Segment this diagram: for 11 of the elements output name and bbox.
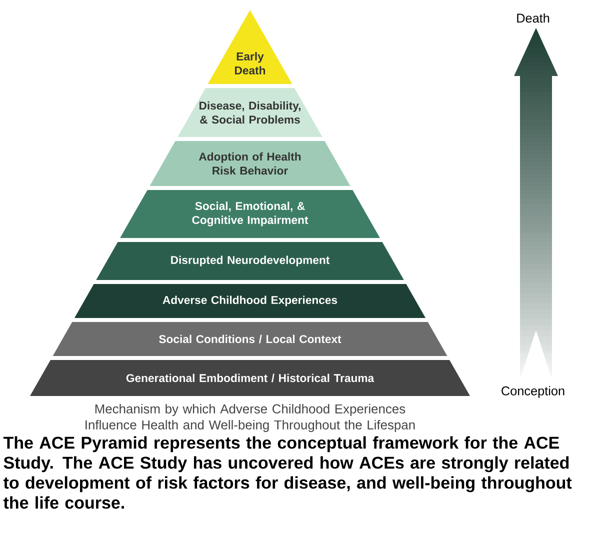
conception-label: Conception: [502, 386, 564, 398]
pyramid-layer: Disease, Disability, & Social Problems: [178, 88, 322, 137]
pyramid-layer: Social, Emotional, & Cognitive Impairment: [120, 190, 380, 238]
pyramid-layer: Early Death: [208, 10, 292, 84]
death-label: Death: [517, 13, 550, 23]
pyramid-layer: Generational Embodiment / Historical Trauma: [30, 360, 470, 396]
pyramid-layer: Social Conditions / Local Context: [52, 322, 448, 356]
caption: The ACE Pyramid represents the conceptual framework for the ACE Study. The ACE Study has uncovered how ACEs are strongly related to development of risk factors for disease, and well-being throughout the life course.: [3, 436, 572, 509]
pyramid-layer: Disrupted Neurodevelopment: [96, 242, 404, 280]
pyramid-layer: Adoption of Health Risk Behavior: [150, 141, 350, 186]
pyramid-layer: Adverse Childhood Experiences: [74, 284, 426, 318]
